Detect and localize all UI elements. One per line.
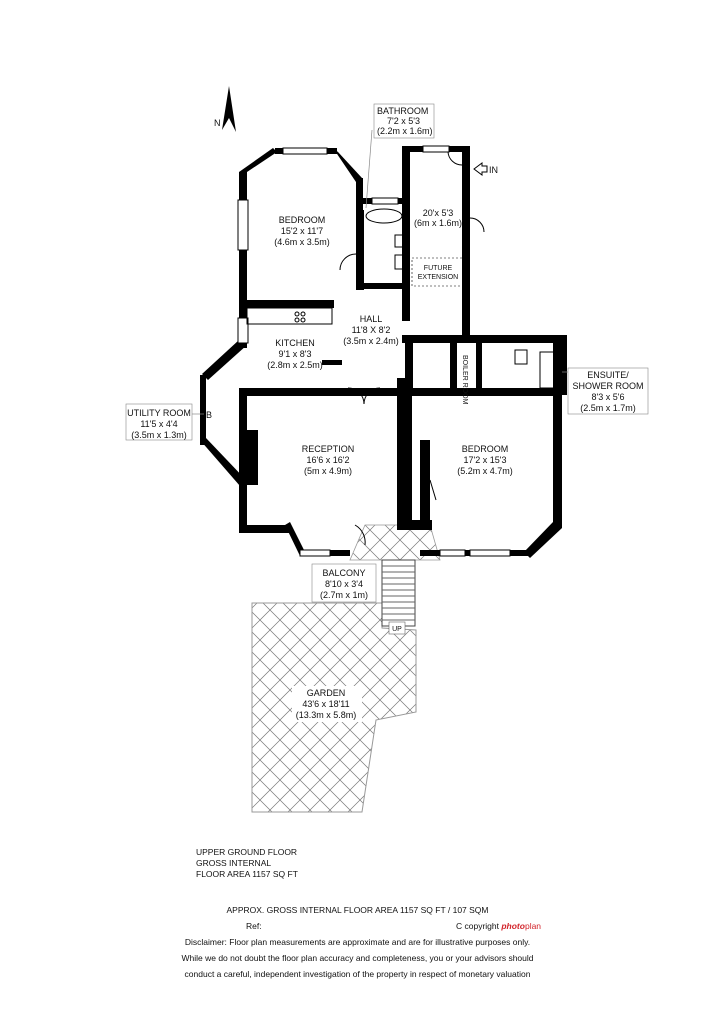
svg-text:BATHROOM: BATHROOM (377, 106, 428, 116)
svg-text:FUTURE: FUTURE (424, 265, 453, 272)
toilet (394, 234, 404, 248)
copyright: C copyright photoplan (456, 921, 541, 931)
svg-text:15'2 x 11'7: 15'2 x 11'7 (281, 226, 323, 236)
svg-text:GARDEN: GARDEN (307, 688, 346, 698)
floor-info-line-3: FLOOR AREA 1157 SQ FT (196, 869, 298, 879)
room-garden: GARDEN 43'6 x 18'11 (13.3m x 5.8m) (292, 686, 362, 722)
svg-text:(4.6m x 3.5m): (4.6m x 3.5m) (274, 237, 330, 247)
svg-text:HALL: HALL (360, 314, 383, 324)
svg-text:8'10 x 3'4: 8'10 x 3'4 (325, 579, 363, 589)
svg-text:ENSUITE/: ENSUITE/ (587, 370, 629, 380)
room-kitchen: KITCHEN 9'1 x 8'3 (2.8m x 2.5m) (267, 338, 323, 370)
stairs-up-label: UP (388, 621, 406, 635)
compass: N (214, 86, 236, 132)
svg-text:20'x 5'3: 20'x 5'3 (423, 208, 453, 218)
room-bedroom-2: BEDROOM 17'2 x 15'3 (5.2m x 4.7m) (457, 444, 513, 476)
svg-text:BALCONY: BALCONY (322, 568, 365, 578)
svg-text:(5m x 4.9m): (5m x 4.9m) (304, 466, 352, 476)
disclaimer-line-1: Disclaimer: Floor plan measurements are … (184, 937, 531, 947)
svg-text:B: B (206, 410, 212, 420)
stairs (381, 559, 416, 627)
svg-text:(3.5m x 1.3m): (3.5m x 1.3m) (131, 430, 187, 440)
svg-text:(5.2m x 4.7m): (5.2m x 4.7m) (457, 466, 513, 476)
compass-needle-icon (222, 86, 236, 132)
svg-text:9'1 x 8'3: 9'1 x 8'3 (279, 349, 312, 359)
svg-text:KITCHEN: KITCHEN (275, 338, 315, 348)
room-hall: HALL 11'8 X 8'2 (3.5m x 2.4m) (343, 314, 399, 346)
svg-text:IN: IN (489, 165, 498, 175)
room-ensuite: ENSUITE/ SHOWER ROOM 8'3 x 5'6 (2.5m x 1… (562, 367, 649, 415)
ref-label: Ref: (246, 921, 262, 931)
svg-text:8'3 x 5'6: 8'3 x 5'6 (592, 392, 625, 402)
disclaimer-line-3: conduct a careful, independent investiga… (184, 969, 531, 979)
copyright-prefix: C copyright (456, 921, 502, 931)
bathroom-fixtures (365, 208, 555, 389)
bathtub (365, 208, 403, 224)
svg-text:UP: UP (392, 626, 402, 633)
brand-logo-photo: photo (501, 921, 525, 931)
room-utility: UTILITY ROOM 11'5 x 4'4 (3.5m x 1.3m) B (125, 403, 212, 441)
svg-text:BEDROOM: BEDROOM (279, 215, 326, 225)
svg-text:(2.5m x 1.7m): (2.5m x 1.7m) (580, 403, 636, 413)
svg-text:(13.3m x 5.8m): (13.3m x 5.8m) (296, 710, 357, 720)
room-boiler: BOILER ROOM (461, 355, 468, 405)
svg-text:UTILITY ROOM: UTILITY ROOM (127, 408, 191, 418)
windows (237, 145, 511, 557)
svg-text:11'5 x 4'4: 11'5 x 4'4 (140, 419, 177, 429)
svg-text:BEDROOM: BEDROOM (462, 444, 509, 454)
room-balcony: BALCONY 8'10 x 3'4 (2.7m x 1m) (311, 563, 377, 603)
room-bathroom: BATHROOM 7'2 x 5'3 (2.2m x 1.6m) (365, 103, 435, 209)
ensuite-toilet (514, 349, 528, 365)
svg-text:(2.7m x 1m): (2.7m x 1m) (320, 590, 368, 600)
disclaimer-line-2: While we do not doubt the floor plan acc… (181, 953, 534, 963)
svg-text:SHOWER ROOM: SHOWER ROOM (573, 381, 644, 391)
arrow-left-icon (473, 162, 488, 176)
shower-tray (539, 351, 555, 389)
future-extension: FUTURE EXTENSION (411, 257, 465, 287)
svg-text:7'2 x 5'3: 7'2 x 5'3 (387, 116, 420, 126)
svg-text:(2.8m x 2.5m): (2.8m x 2.5m) (267, 360, 323, 370)
svg-text:43'6 x 18'11: 43'6 x 18'11 (302, 699, 349, 709)
svg-text:RECEPTION: RECEPTION (302, 444, 355, 454)
svg-text:(2.2m x 1.6m): (2.2m x 1.6m) (377, 126, 433, 136)
floor-info: UPPER GROUND FLOOR GROSS INTERNAL FLOOR … (196, 847, 298, 880)
floor-info-line-1: UPPER GROUND FLOOR (196, 847, 298, 857)
room-entrance: 20'x 5'3 (6m x 1.6m) (414, 208, 462, 228)
svg-text:BOILER ROOM: BOILER ROOM (461, 355, 468, 405)
kitchen-counter (246, 307, 333, 325)
basin (394, 254, 404, 270)
room-bedroom-1: BEDROOM 15'2 x 11'7 (4.6m x 3.5m) (274, 215, 330, 247)
doors (339, 151, 485, 546)
svg-text:11'8 X 8'2: 11'8 X 8'2 (352, 325, 391, 335)
svg-text:(6m x 1.6m): (6m x 1.6m) (414, 218, 462, 228)
brand-logo-plan: plan (524, 921, 542, 931)
svg-text:EXTENSION: EXTENSION (418, 274, 458, 281)
svg-text:(3.5m x 2.4m): (3.5m x 2.4m) (343, 336, 399, 346)
svg-text:17'2 x 15'3: 17'2 x 15'3 (464, 455, 507, 465)
approx-area: APPROX. GROSS INTERNAL FLOOR AREA 1157 S… (226, 905, 489, 915)
room-reception: RECEPTION 16'6 x 16'2 (5m x 4.9m) (302, 444, 355, 476)
floor-info-line-2: GROSS INTERNAL (196, 858, 272, 868)
walls (200, 146, 567, 558)
compass-label: N (214, 118, 221, 128)
svg-text:16'6 x 16'2: 16'6 x 16'2 (307, 455, 350, 465)
entrance-arrow: IN (473, 162, 498, 176)
